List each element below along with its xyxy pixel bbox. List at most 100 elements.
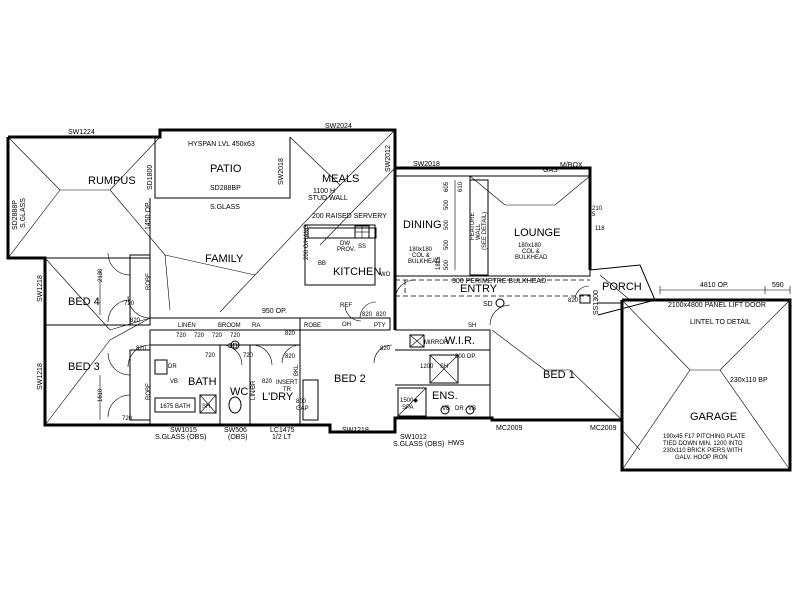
note-prov: PROV. [337,247,355,253]
room-family: FAMILY [205,253,244,265]
note-panel-door: 2100x4800 PANEL LIFT DOOR [668,302,766,309]
window-mc2009-a: MC2009 [496,425,523,432]
window-mc2009-b: MC2009 [590,425,617,432]
dimension-lines [99,180,791,420]
note-dim-500-a: 500 [444,219,450,230]
note-vb-ens-1: VB [442,406,450,412]
note-col-right-1: 180x180 [518,243,542,249]
note-gap-800: 800 [296,399,307,405]
window-sw1218-a: SW1218 [37,275,44,302]
note-perimetre: 300 PERIMETRE BULKHEAD [452,278,546,285]
note-dim-2100-w: 210 [592,206,603,212]
note-robe-bed3: ROBE [146,383,152,400]
window-lc1475: LC1475 [270,427,295,434]
note-garage-1: 190x45 F17 PITCHING PLATE [663,434,745,440]
note-lintel: LINTEL TO DETAIL [690,319,751,326]
room-porch: PORCH [602,281,642,293]
fixtures [154,225,591,421]
window-ss1300: SS1300 [593,290,600,315]
room-bed4: BED 4 [68,296,100,308]
room-meals: MEALS [322,173,359,185]
note-spa: SPA [402,405,414,411]
note-lin-br: LIN/BR [251,380,257,400]
window-sw506: SW506 [224,427,247,434]
note-dim-500-c: 500 [444,199,450,210]
note-d-820-9: 820 [262,379,273,385]
note-wo: WO [380,272,391,278]
room-labels: RUMPUS PATIO MEALS FAMILY KITCHEN DINING… [68,163,737,423]
note-garage-4: GALV. HOOP IRON [675,455,728,461]
note-d-820-5: 820 [362,312,373,318]
note-raised-servery: 200 RAISED SERVERY [312,213,387,220]
note-dim-118: 118 [595,226,605,232]
note-sd-hall: SD [228,343,238,350]
window-sw1218-b: SW1218 [37,363,44,390]
note-dim-500-d: 500 [444,259,450,270]
note-gap-800b: GAP [296,406,309,412]
window-sw1218-c: SW1218 [342,427,369,434]
note-dim-2130: 2130 [98,268,104,282]
note-d-720-3: 720 [212,333,223,339]
note-col-right-3: BULKHEAD [515,255,548,261]
window-sw1015-glass: S.GLASS (OBS) [155,434,206,441]
room-lounge: LOUNGE [514,227,560,239]
room-ens: ENS. [432,390,458,402]
note-robe-bed4: ROBE [146,273,152,290]
window-sw1012: SW1012 [400,434,427,441]
room-bed2: BED 2 [334,373,366,385]
note-feature-wall-3: (SEE DETAIL) [482,212,488,250]
note-oh: OH [342,322,351,328]
note-dim-605: 605 [444,181,450,192]
note-bb: BB [318,261,326,267]
note-bkl: BKL [294,364,300,376]
note-col-left-3: BULKHEAD [408,259,441,265]
note-d-720-6: 720 [243,353,254,359]
window-lc1475-lt: 1/2 LT [272,434,292,441]
note-broom: BROOM [218,323,241,329]
note-col-left-2: COL & [412,253,430,259]
window-hws: HWS [448,440,465,447]
note-d-720-2: 720 [194,333,205,339]
doors [107,252,590,418]
window-s-glass-patio: S.GLASS [210,204,240,211]
note-wir-mirror: MIRROR [424,340,449,346]
note-bp-230: 230x110 BP [730,377,768,384]
note-dr: DR [168,364,177,370]
note-dim-610: 610 [458,181,464,192]
room-entry: ENTRY [460,283,498,295]
room-dining: DINING [403,219,442,231]
room-kitchen: KITCHEN [333,266,381,278]
note-pty: PTY [374,323,386,329]
notes: HYSPAN LVL 450x63 1100 H STUD WALL 200 R… [98,141,784,461]
window-sd2888p-left: SD2888P [12,200,19,230]
note-dw: DW [340,241,350,247]
room-bath: BATH [188,376,217,388]
note-bath-675: 1675 BATH [160,404,191,410]
note-d-820-1: 820 [130,318,141,324]
note-ref: REF [340,303,352,309]
room-bed3: BED 3 [68,361,100,373]
note-dim-1200-shower: 1200 [420,364,434,370]
room-ldry: L'DRY [262,391,294,403]
note-gas: GAS [543,167,558,174]
note-col-right-2: COL & [522,249,540,255]
room-rumpus: RUMPUS [88,175,136,187]
note-ss: SS [358,244,366,250]
note-feature-wall-1: FEATURE [470,212,476,240]
window-sw506-obs: (OBS) [228,434,247,441]
note-sh-top: SH [468,323,476,329]
note-spa-1500: 1500◆ [400,398,418,404]
note-sh-bath: SH [202,404,210,410]
window-sw2012: SW2012 [385,145,392,172]
note-d-820-2: 820 [136,346,147,352]
note-robe-bed2: ROBE [304,323,321,329]
window-sw2024: SW2024 [325,123,352,130]
window-sw1224: SW1224 [68,129,95,136]
note-d-820-7: 820 [380,346,391,352]
note-garage-2: TIED DOWN MIN. 1200 INTO [663,441,743,447]
note-stud-wall-1: 1100 H [313,188,335,195]
note-dim-1815: 1815 [436,256,442,270]
note-dim-5: 5 [592,212,596,218]
note-sd-entry: SD [483,301,493,308]
note-linen: LINEN [178,323,196,329]
